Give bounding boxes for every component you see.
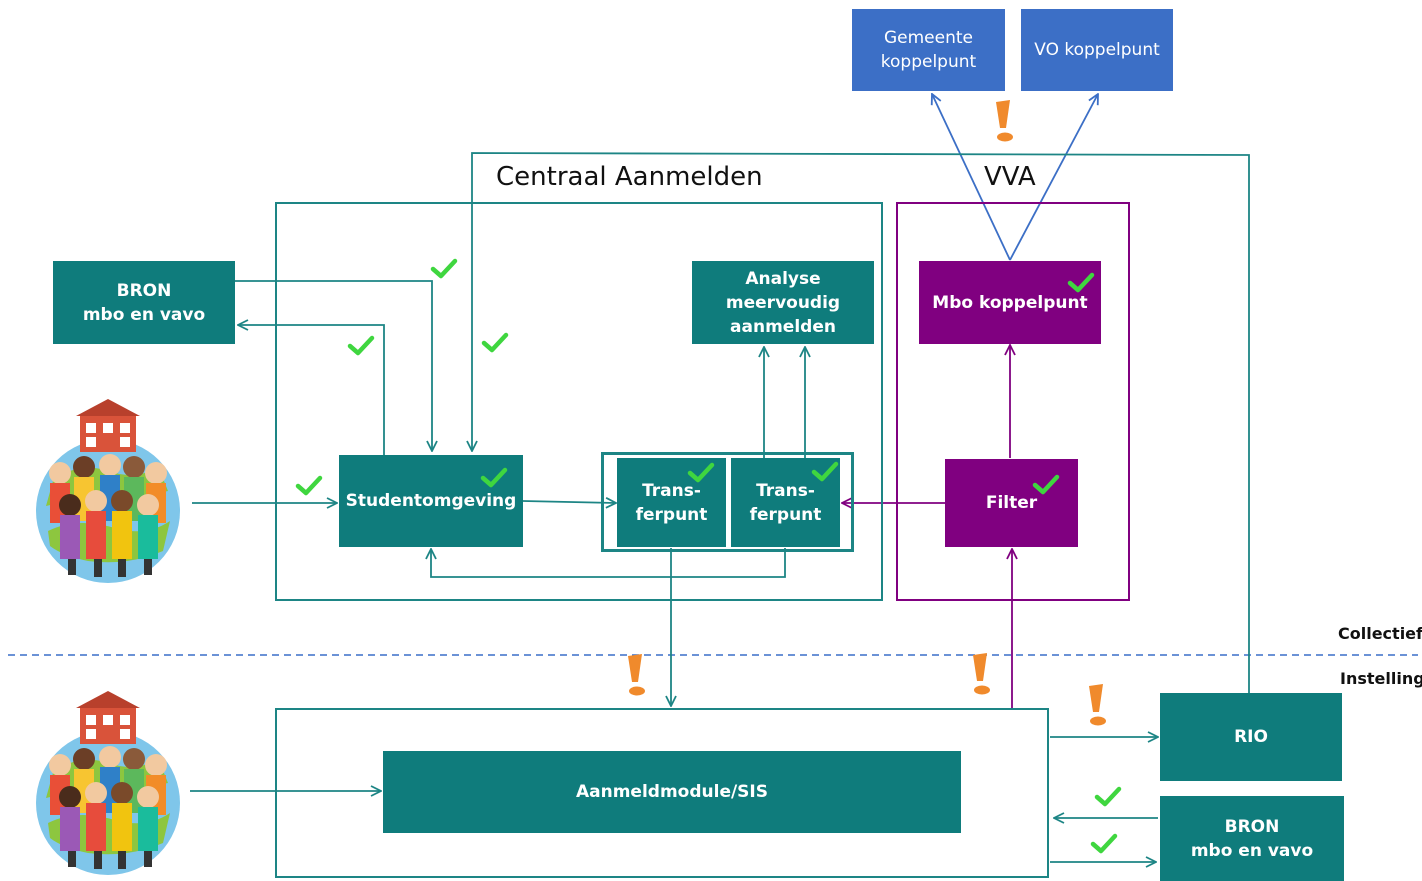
gemeente-koppelpunt-box: Gemeente koppelpunt xyxy=(852,9,1005,91)
zone-label-instelling: Instelling xyxy=(1340,669,1422,688)
filter-box: Filter xyxy=(945,459,1078,547)
connector-mbo-to-vo xyxy=(1009,94,1098,261)
connector-bron-to-studentomgeving xyxy=(235,280,432,451)
checkmark-icon xyxy=(1067,272,1095,293)
vva-title: VVA xyxy=(984,162,1036,192)
checkmark-icon xyxy=(687,462,715,483)
rio-box: RIO xyxy=(1160,693,1342,781)
instelling-frame xyxy=(275,708,1049,878)
vo-koppelpunt-box: VO koppelpunt xyxy=(1021,9,1173,91)
bron-box-top: BRON mbo en vavo xyxy=(53,261,235,344)
transferpunt-box-2: Trans- ferpunt xyxy=(731,458,840,547)
studentomgeving-box: Studentomgeving xyxy=(339,455,523,547)
mbo-koppelpunt-box: Mbo koppelpunt xyxy=(919,261,1101,344)
transferpunt-box-1: Trans- ferpunt xyxy=(617,458,726,547)
bron-box-bottom-label: BRON mbo en vavo xyxy=(1190,816,1314,861)
checkmark-icon xyxy=(1032,474,1060,495)
transferpunt-group xyxy=(601,452,854,552)
vva-frame xyxy=(896,202,1130,601)
checkmark-icon xyxy=(480,467,508,488)
connector-mbo-to-gemeente xyxy=(932,94,1011,261)
checkmark-icon xyxy=(811,461,839,482)
bron-box-bottom: BRON mbo en vavo xyxy=(1160,796,1344,881)
central-aanmelden-title: Centraal Aanmelden xyxy=(496,162,763,192)
connector-studentomgeving-to-transferpunt xyxy=(522,501,616,503)
connector-studentomgeving-to-bron xyxy=(238,325,385,455)
analyse-box: Analyse meervoudig aanmelden xyxy=(692,261,874,344)
aanmeldmodule-box: Aanmeldmodule/SIS xyxy=(383,751,961,833)
connector-transferpunt-to-studentomgeving xyxy=(431,548,786,578)
central-aanmelden-frame xyxy=(275,202,883,601)
bron-box-top-label: BRON mbo en vavo xyxy=(82,280,206,325)
zone-label-collectief: Collectief xyxy=(1338,624,1422,643)
connector-rio-to-studentomgeving xyxy=(472,152,1250,693)
